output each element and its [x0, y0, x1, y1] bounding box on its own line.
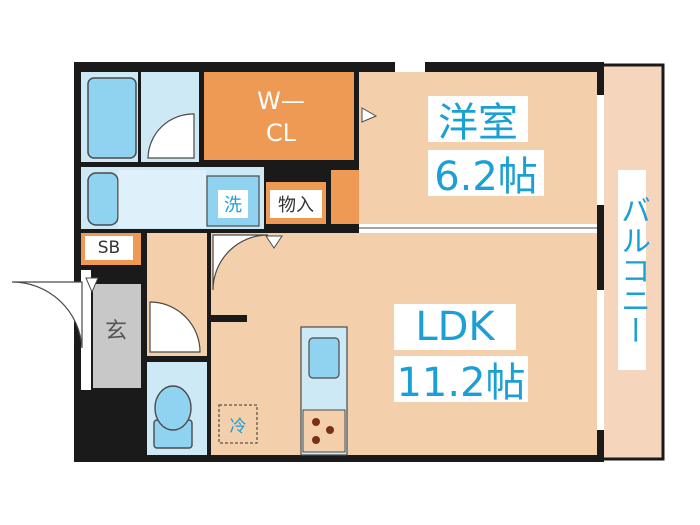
- burner-icon: [312, 436, 320, 444]
- entrance-floor: [93, 284, 141, 388]
- ldk-door-swing: [212, 234, 269, 291]
- vanity-counter: [118, 170, 206, 228]
- ldk-wall-stub: [211, 315, 247, 322]
- toilet-door-swing: [149, 301, 201, 353]
- storage-label: 物入: [270, 190, 322, 218]
- entrance-label: 玄: [98, 313, 134, 345]
- western-room-size-label: 6.2帖: [428, 150, 544, 200]
- closet-annex-floor: [331, 170, 359, 224]
- balcony-window-ldk: [597, 290, 604, 430]
- fridge-space: [218, 404, 258, 444]
- balcony-window: [597, 95, 604, 205]
- entrance-door-swing: [11, 281, 83, 349]
- top-window: [395, 62, 425, 72]
- burner-icon: [326, 426, 334, 434]
- walk-in-closet-label: W—: [246, 86, 316, 116]
- toilet-wall: [141, 356, 211, 362]
- hall-door-marker: [265, 235, 283, 249]
- laundry-text: 洗: [224, 195, 242, 216]
- balcony-text: バルコニー: [615, 195, 650, 345]
- balcony-label: バルコニー: [615, 170, 650, 370]
- western-room-name-label: 洋室: [428, 96, 528, 146]
- walk-in-closet-floor: [204, 72, 354, 160]
- bathtub: [87, 77, 137, 159]
- washbasin: [87, 172, 119, 226]
- shoe-box-text: SB: [97, 238, 121, 258]
- bath-partition: [138, 72, 141, 162]
- hallway-wall: [141, 233, 147, 455]
- walk-in-closet-label-line2: CL: [246, 118, 316, 148]
- entrance-text: 玄: [104, 319, 127, 344]
- western-room-size: 6.2帖: [434, 154, 538, 200]
- shoe-box-label: SB: [85, 236, 133, 260]
- western-room-name: 洋室: [438, 100, 518, 146]
- ldk-size: 11.2帖: [396, 360, 526, 406]
- ldk-size-label: 11.2帖: [394, 356, 528, 406]
- kitchen-sink: [308, 337, 340, 379]
- laundry-label: 洗: [218, 190, 248, 218]
- bath-door-swing: [147, 113, 195, 159]
- ldk-name-label: LDK: [394, 304, 516, 350]
- walk-in-closet-line1: W—: [257, 87, 305, 115]
- fridge-text: 冷: [229, 416, 247, 437]
- entrance-step: [81, 270, 91, 390]
- cooktop: [302, 409, 346, 453]
- walk-in-closet-line2: CL: [265, 119, 297, 147]
- closet-door-marker: [361, 107, 378, 123]
- toilet-bowl: [154, 385, 192, 431]
- entrance-door-marker: [85, 277, 99, 294]
- fridge-label: 冷: [220, 410, 256, 438]
- storage-text: 物入: [278, 195, 314, 216]
- burner-icon: [312, 418, 320, 426]
- ldk-name: LDK: [415, 304, 495, 350]
